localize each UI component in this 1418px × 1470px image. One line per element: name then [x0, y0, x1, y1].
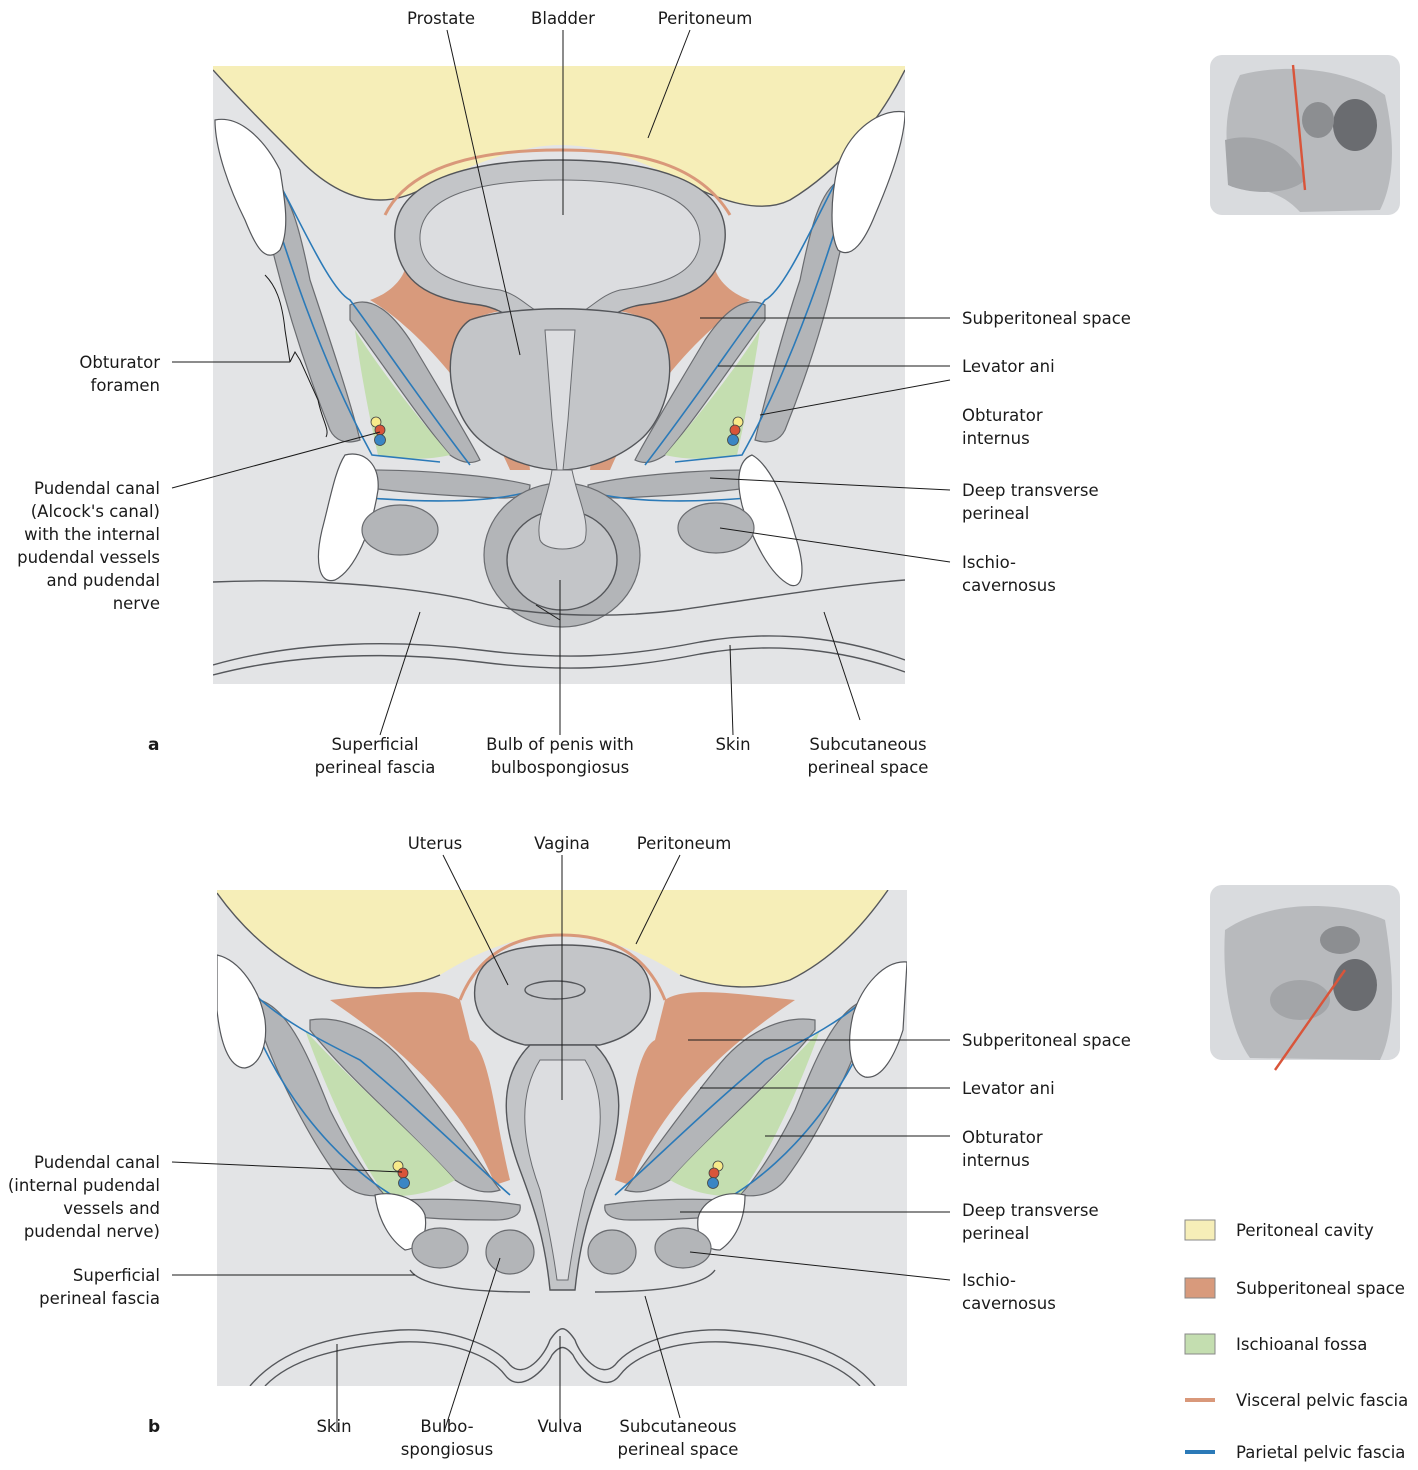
bulbospongiosus-right-b: [588, 1230, 636, 1274]
label-skin-a: Skin: [715, 735, 750, 754]
label-pudendal-b-1: Pudendal canal: [34, 1153, 160, 1172]
label-deep-transverse-b-2: perineal: [962, 1224, 1029, 1243]
ischiocavernosus-left-a: [362, 505, 438, 555]
label-obturator-internus-a-2: internus: [962, 429, 1030, 448]
label-superficial-a-2: perineal fascia: [315, 758, 436, 777]
legend-label: Peritoneal cavity: [1236, 1221, 1374, 1240]
label-ischio-a-2: cavernosus: [962, 576, 1056, 595]
legend: Peritoneal cavity Subperitoneal space Is…: [1185, 1220, 1408, 1462]
label-levator-ani-b: Levator ani: [962, 1079, 1055, 1098]
label-ischio-b-2: cavernosus: [962, 1294, 1056, 1313]
label-pudendal-a-5: and pudendal: [47, 571, 160, 590]
label-obturator-foramen-2: foramen: [91, 376, 160, 395]
label-prostate: Prostate: [407, 9, 475, 28]
label-deep-transverse-b-1: Deep transverse: [962, 1201, 1099, 1220]
label-obturator-foramen-1: Obturator: [79, 353, 160, 372]
label-subperitoneal-b: Subperitoneal space: [962, 1031, 1131, 1050]
label-subcut-b-1: Subcutaneous: [619, 1417, 736, 1436]
label-pudendal-a-1: Pudendal canal: [34, 479, 160, 498]
legend-label: Subperitoneal space: [1236, 1279, 1405, 1298]
label-superficial-b-1: Superficial: [73, 1266, 160, 1285]
pudendal-artery-left-a: [375, 425, 385, 435]
legend-label: Ischioanal fossa: [1236, 1335, 1367, 1354]
label-bulbo-2: spongiosus: [401, 1440, 493, 1459]
label-peritoneum-b: Peritoneum: [637, 834, 732, 853]
label-bulb-2: bulbospongiosus: [491, 758, 630, 777]
legend-swatch: [1185, 1220, 1215, 1240]
label-peritoneum-a: Peritoneum: [658, 9, 753, 28]
legend-item: Ischioanal fossa: [1185, 1334, 1367, 1354]
label-subcut-a-1: Subcutaneous: [809, 735, 926, 754]
legend-swatch: [1185, 1334, 1215, 1354]
label-pudendal-b-3: vessels and: [63, 1199, 160, 1218]
label-subperitoneal-a: Subperitoneal space: [962, 309, 1131, 328]
label-vagina: Vagina: [534, 834, 590, 853]
label-pudendal-a-2: (Alcock's canal): [31, 502, 160, 521]
legend-swatch: [1185, 1278, 1215, 1298]
label-obturator-internus-a-1: Obturator: [962, 406, 1043, 425]
male-pelvis-sagittal-thumbnail: [1210, 55, 1400, 215]
label-uterus: Uterus: [408, 834, 463, 853]
legend-item: Parietal pelvic fascia: [1185, 1443, 1405, 1462]
label-pudendal-a-3: with the internal: [24, 525, 160, 544]
label-pudendal-a-4: pudendal vessels: [17, 548, 160, 567]
label-pudendal-b-4: pudendal nerve): [24, 1222, 160, 1241]
pudendal-vein-left-a: [375, 435, 386, 446]
legend-item: Subperitoneal space: [1185, 1278, 1405, 1298]
label-superficial-a-1: Superficial: [331, 735, 418, 754]
female-pelvis-sagittal-thumbnail: [1210, 885, 1400, 1070]
ischiocavernosus-right-a: [678, 503, 754, 553]
label-ischio-b-1: Ischio-: [962, 1271, 1016, 1290]
label-bladder: Bladder: [531, 9, 595, 28]
legend-item: Visceral pelvic fascia: [1185, 1391, 1408, 1410]
label-subcut-b-2: perineal space: [618, 1440, 739, 1459]
bulbospongiosus-left-b: [486, 1230, 534, 1274]
panel-a-illustration: [213, 66, 905, 684]
label-deep-transverse-a-1: Deep transverse: [962, 481, 1099, 500]
label-pudendal-a-6: nerve: [113, 594, 160, 613]
label-ischio-a-1: Ischio-: [962, 553, 1016, 572]
ischiocavernosus-left-b: [412, 1228, 468, 1268]
label-vulva: Vulva: [537, 1417, 582, 1436]
label-skin-b: Skin: [316, 1417, 351, 1436]
label-pudendal-b-2: (internal pudendal: [8, 1176, 160, 1195]
label-bulb-1: Bulb of penis with: [486, 735, 634, 754]
panel-b-letter: b: [148, 1417, 160, 1437]
label-deep-transverse-a-2: perineal: [962, 504, 1029, 523]
label-levator-ani-a: Levator ani: [962, 357, 1055, 376]
ischiocavernosus-right-b: [655, 1228, 711, 1268]
label-subcut-a-2: perineal space: [808, 758, 929, 777]
legend-label: Parietal pelvic fascia: [1236, 1443, 1405, 1462]
label-bulbo-1: Bulbo-: [420, 1417, 473, 1436]
label-obturator-internus-b-1: Obturator: [962, 1128, 1043, 1147]
legend-item: Peritoneal cavity: [1185, 1220, 1374, 1240]
panel-a-letter: a: [148, 735, 159, 755]
legend-label: Visceral pelvic fascia: [1236, 1391, 1408, 1410]
label-superficial-b-2: perineal fascia: [39, 1289, 160, 1308]
label-obturator-internus-b-2: internus: [962, 1151, 1030, 1170]
